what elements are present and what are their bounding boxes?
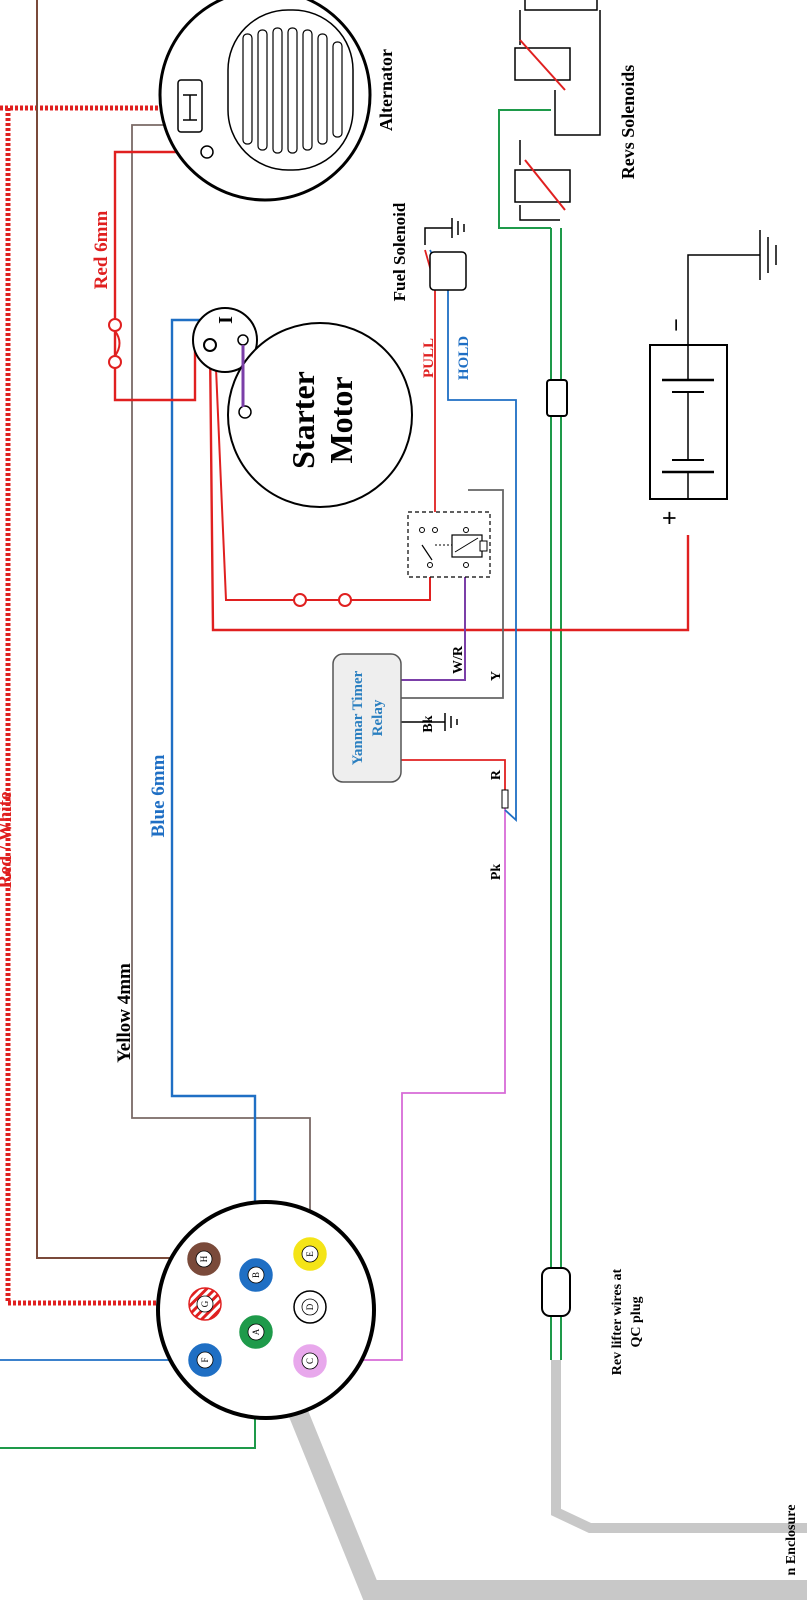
fuel-solenoid-label: Fuel Solenoid [390,202,409,301]
connector-pin-label: A [251,1328,261,1335]
red-6mm-wire [113,150,208,402]
connector-pin-label: C [305,1358,315,1364]
grey-cable-loom [285,1360,807,1600]
starter-solenoid-terminal [237,334,249,346]
battery-positive-wire [208,344,690,632]
connector-pin-label: H [199,1255,209,1262]
connector-pin-a: A [239,1315,273,1349]
revs-solenoids [514,0,601,221]
battery-plus-label: + [655,511,684,526]
rev-lifter-label-line1: Rev lifter wires at [610,1268,625,1375]
connector-pin-label: B [251,1272,261,1278]
pink-wire [320,795,506,1361]
connector-pin-label: G [200,1300,210,1307]
resistor-icon [501,789,509,809]
brown-wire [36,0,205,1259]
battery [649,230,777,500]
inline-connector-upper [546,379,568,417]
alternator [158,0,372,202]
fuse-icon [108,318,122,369]
connector-plug: H G F B D A E C [156,1200,376,1420]
revs-solenoids-label: Revs Solenoids [618,65,638,180]
connector-pin-f: F [188,1343,222,1377]
connector-pin-e: E [293,1237,327,1271]
yellow-4mm-label: Yellow 4mm [114,963,135,1063]
pull-label: PULL [421,338,437,378]
starter-label-line1: Starter [285,371,321,469]
blue-6mm-label: Blue 6mm [148,754,169,837]
red-white-label: Red / White [0,792,16,889]
pk-label: Pk [489,864,504,881]
enclosure-label: n Enclosure [784,1505,799,1576]
timer-y-wire [400,489,504,699]
connector-pin-b: B [239,1258,273,1292]
blue-6mm-wire [170,318,257,1270]
fuel-solenoid [424,218,467,291]
connector-pin-c: C [293,1344,327,1378]
y-label: Y [489,671,504,681]
connector-pin-d: D [293,1290,327,1324]
alternator-label: Alternator [376,49,396,131]
hold-label: HOLD [456,336,472,380]
rev-lifter-label-line2: QC plug [629,1297,644,1348]
wr-label: W/R [451,645,466,674]
starter-label-line2: Motor [323,376,359,463]
timer-ground-icon [444,713,458,731]
timer-r-wire [400,759,506,795]
starter-motor [192,307,413,508]
starter-terminal-mark: I [215,316,237,324]
alternator-sense-wire [131,124,311,1250]
relay-feed-wire [214,344,431,601]
inline-connector-lower [541,1267,571,1317]
red-white-wire [0,105,205,1306]
connector-pin-g: G [188,1287,222,1321]
connector-pin-h: H [187,1242,221,1276]
r-label: R [489,769,504,780]
connector-pin-label: E [305,1251,315,1257]
yanmar-timer-relay [332,653,402,783]
starter-main-terminal [203,338,217,352]
bk-label: Bk [421,715,436,732]
timer-label-line2: Relay [370,699,386,736]
alternator-b-terminal [200,145,214,159]
relay [407,511,491,578]
timer-wr-wire [400,560,466,681]
connector-pin-label: D [305,1303,315,1310]
starter-motor-terminal [238,405,252,419]
relay-fuse-icon [293,593,352,607]
timer-label-line1: Yanmar Timer [350,670,366,765]
connector-pin-label: F [200,1357,210,1362]
battery-minus-label: − [664,318,690,332]
red-6mm-label: Red 6mm [91,211,112,290]
